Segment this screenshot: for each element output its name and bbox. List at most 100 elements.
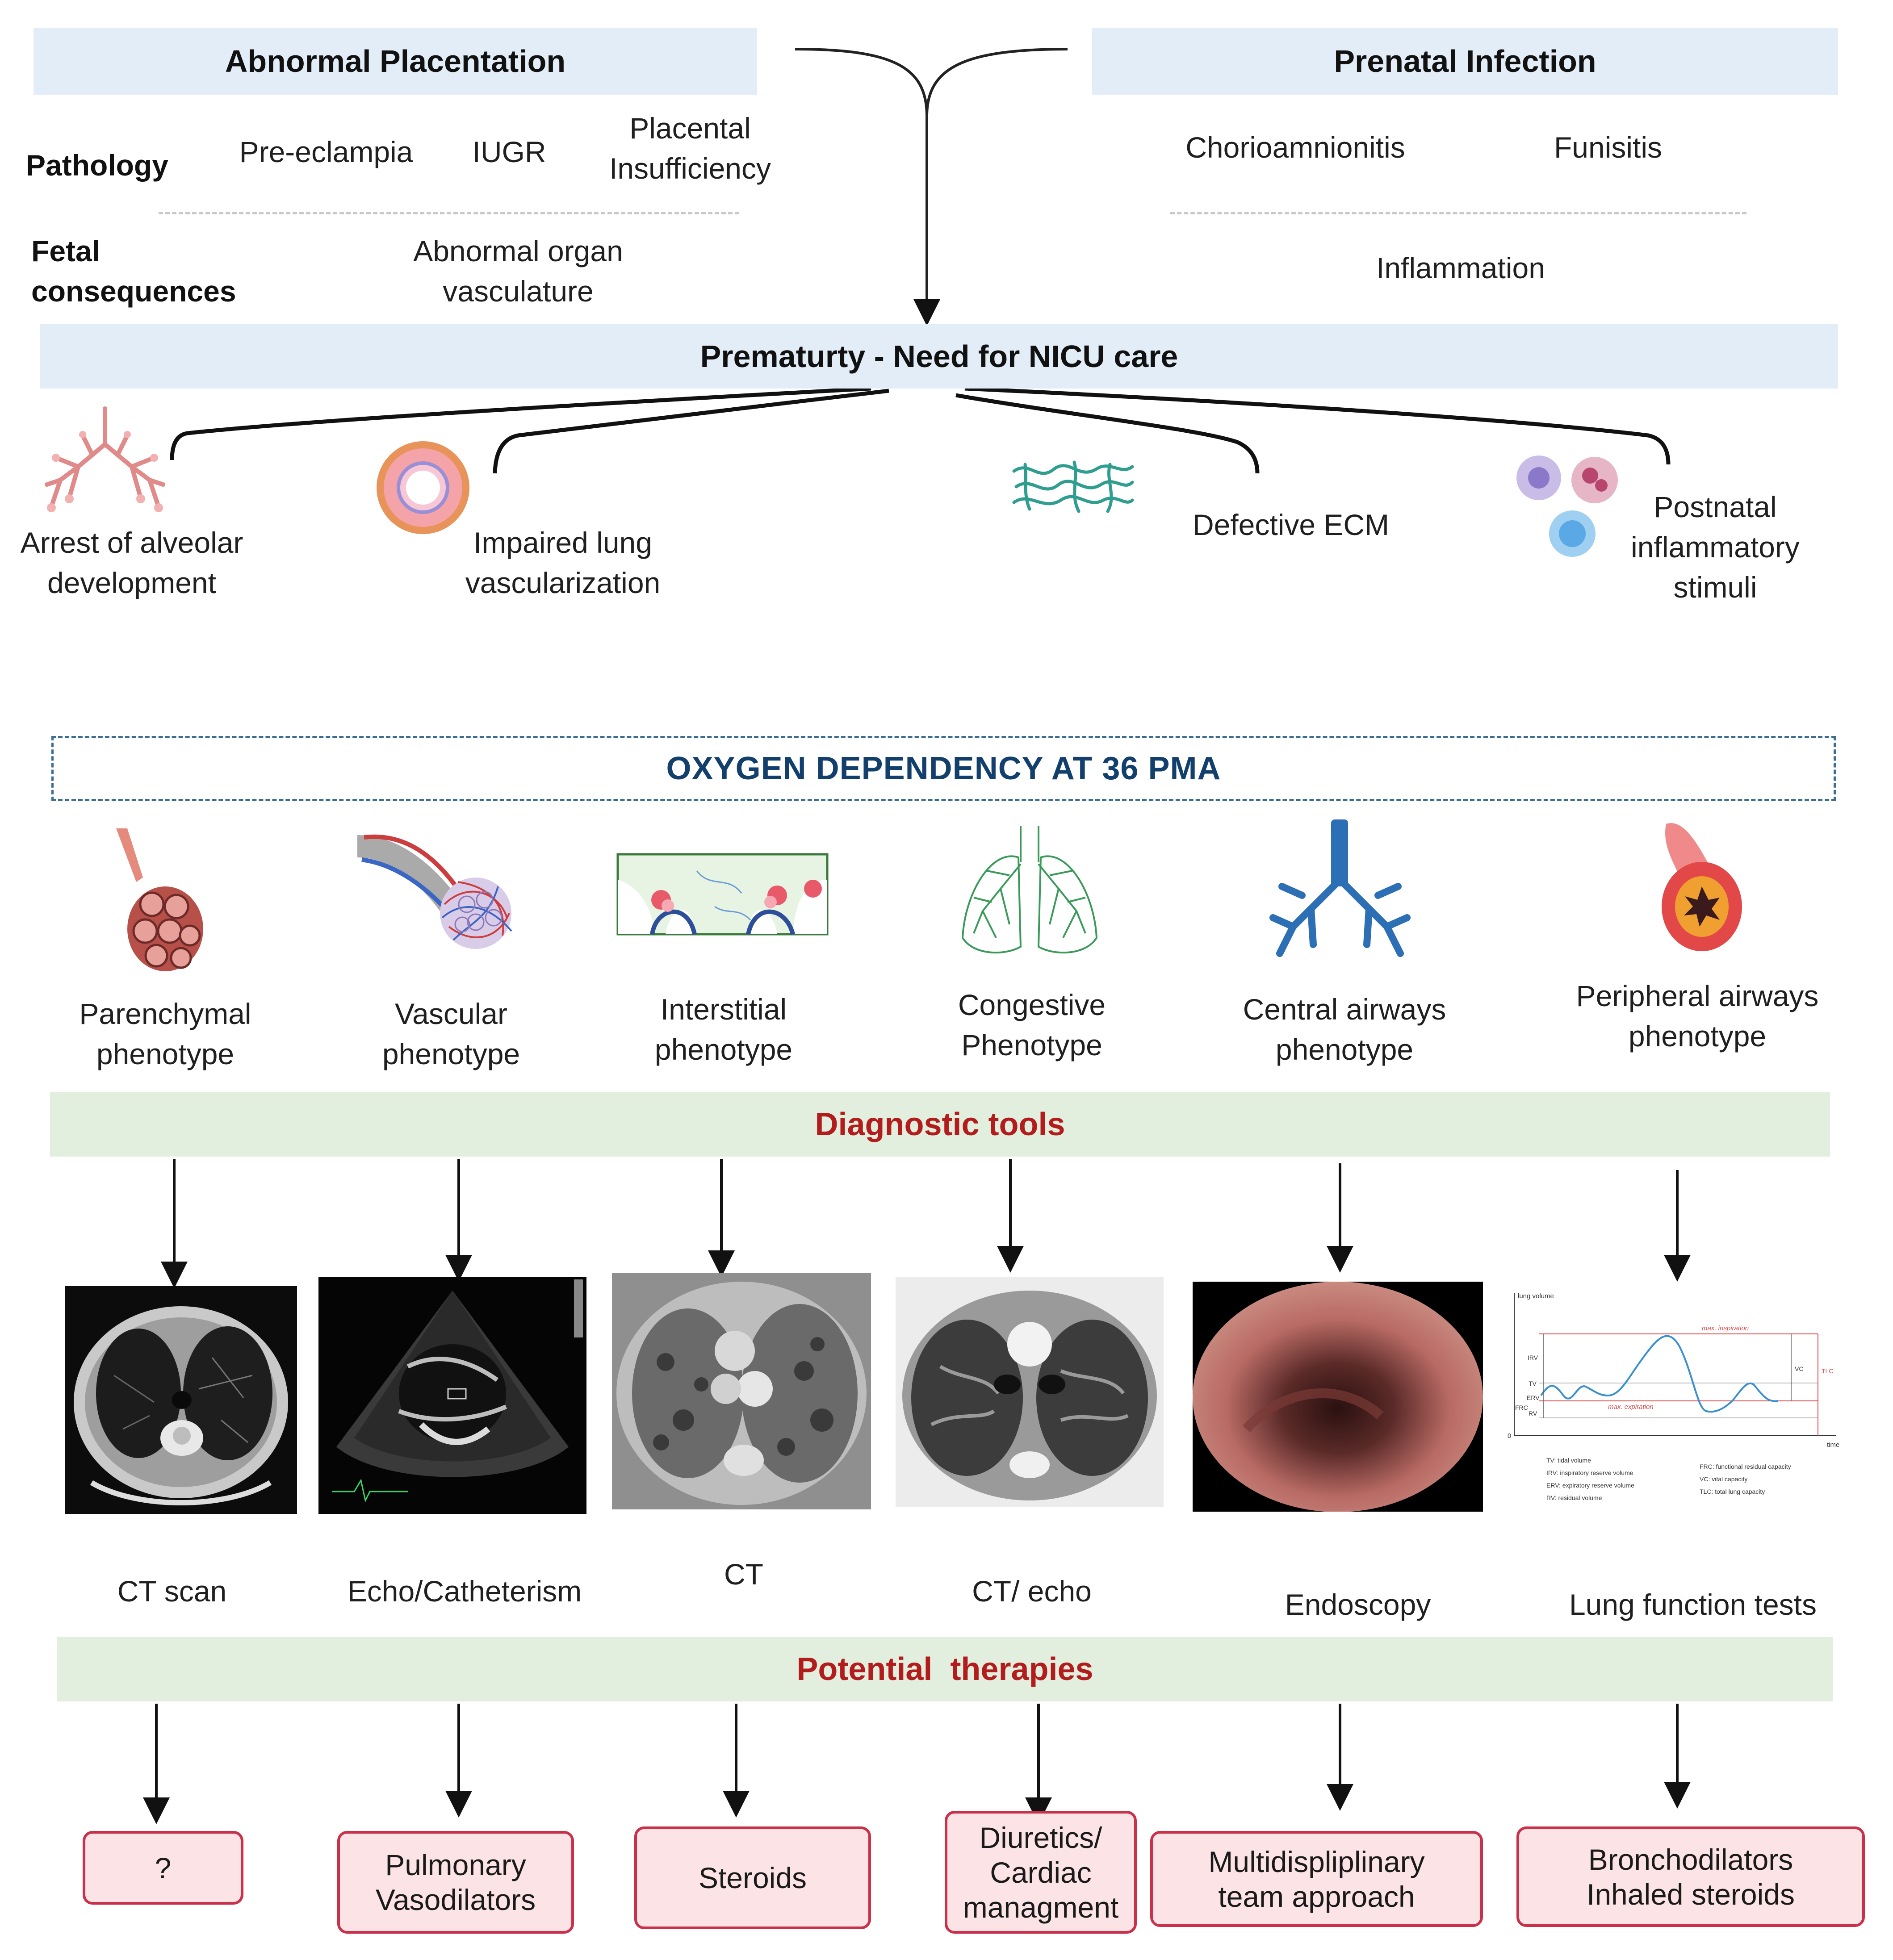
oxygen-dependency-banner: OXYGEN DEPENDENCY AT 36 PMA (51, 736, 1836, 801)
abnormal-placentation-header: Abnormal Placentation (34, 28, 757, 95)
therapy-4-line2: Cardiac (990, 1856, 1092, 1889)
diagnostic-ct-echo: CT/ echo (972, 1575, 1092, 1608)
therapy-box-bronchodilators: Bronchodilators Inhaled steroids (1516, 1826, 1865, 1927)
prenatal-infection-header: Prenatal Infection (1092, 28, 1838, 95)
therapy-box-vasodilators: Pulmonary Vasodilators (337, 1831, 574, 1934)
phenotype-6-line1: Peripheral airways (1576, 979, 1819, 1012)
therapy-2-line1: Pulmonary (385, 1848, 526, 1881)
diagnostic-ct: CT (724, 1558, 763, 1591)
graph-zero-label: 0 (1508, 1432, 1511, 1440)
therapy-6-line2: Inhaled steroids (1587, 1877, 1795, 1911)
pathology-pre-eclampsia: Pre-eclampia (239, 135, 413, 168)
phenotype-5-line2: phenotype (1275, 1033, 1414, 1066)
graph-legend-irv: IRV: inspiratory reserve volume (1546, 1469, 1633, 1476)
diagnostic-lung-function: Lung function tests (1569, 1588, 1817, 1621)
merge-connector (795, 48, 928, 117)
phenotype-3-line1: Interstitial (660, 993, 787, 1026)
right-divider (1170, 212, 1746, 214)
graph-frc: FRC (1515, 1404, 1528, 1411)
graph-tlc: TLC (1822, 1367, 1833, 1375)
mechanism-4-line2: inflammatory (1631, 531, 1800, 564)
mechanism-4-line1: Postnatal (1654, 490, 1777, 523)
pathology-insufficiency: Insufficiency (609, 152, 771, 185)
pathology-funisitis: Funisitis (1554, 131, 1663, 164)
diagnostic-ct-scan: CT scan (117, 1575, 227, 1608)
diagnostic-endoscopy: Endoscopy (1285, 1588, 1431, 1621)
bronchial-tree-icon (1269, 819, 1411, 957)
therapy-4-line1: Diuretics/ (979, 1821, 1102, 1854)
therapy-3-line1: Steroids (698, 1861, 807, 1894)
phenotype-2-line1: Vascular (395, 997, 507, 1030)
vessel-cross-section-icon (377, 441, 469, 534)
ecm-fibers-icon (1012, 460, 1134, 513)
endoscopy-image (1193, 1282, 1483, 1512)
pathology-iugr: IUGR (472, 135, 546, 168)
graph-tv: TV (1529, 1380, 1537, 1387)
airway-section-icon (1662, 823, 1742, 951)
potential-therapies-banner: Potential therapies (57, 1637, 1833, 1701)
therapy-5-line2: team approach (1218, 1880, 1415, 1913)
diagnostic-tools-banner: Diagnostic tools (50, 1092, 1830, 1157)
alveoli-icon (45, 406, 165, 512)
diagnostic-echo: Echo/Catheterism (347, 1575, 582, 1608)
graph-irv: IRV (1528, 1354, 1538, 1361)
lung-function-graph: lung volume time 0 max. inspiration max.… (1508, 1292, 1839, 1501)
ct-echo-image (896, 1277, 1164, 1507)
therapy-box-multidisciplinary: Multidispliplinary team approach (1150, 1831, 1483, 1927)
graph-erv: ERV (1527, 1394, 1540, 1401)
consequence-vasculature: vasculature (443, 275, 594, 308)
graph-legend-rv: RV: residual volume (1546, 1494, 1602, 1501)
therapy-box-steroids: Steroids (634, 1826, 871, 1929)
phenotype-6-line2: phenotype (1628, 1020, 1767, 1053)
mechanism-link-4 (964, 386, 1671, 465)
ct-image (612, 1273, 871, 1509)
therapy-5-line1: Multidispliplinary (1208, 1845, 1425, 1878)
graph-legend-erv: ERV: expiratory reserve volume (1546, 1482, 1634, 1489)
nicu-banner: Prematurty - Need for NICU care (40, 324, 1838, 389)
mechanism-3-line1: Defective ECM (1192, 508, 1390, 541)
mechanism-2-line2: vascularization (465, 566, 661, 599)
inflammatory-cells-icon (1516, 456, 1618, 557)
consequences-label: consequences (31, 275, 236, 308)
graph-x-label: time (1827, 1441, 1839, 1449)
therapy-2-line2: Vasodilators (375, 1883, 536, 1916)
mechanism-4-line3: stimuli (1673, 571, 1757, 604)
phenotype-1-line2: phenotype (96, 1037, 235, 1070)
mechanism-2-line1: Impaired lung (473, 526, 652, 559)
mechanism-link-2 (493, 389, 889, 474)
graph-legend-frc: FRC: functional residual capacity (1700, 1463, 1791, 1470)
pathology-label: Pathology (26, 149, 169, 182)
merge-connector (926, 48, 1068, 117)
graph-legend-vc: VC: vital capacity (1700, 1475, 1747, 1483)
lungs-icon (961, 826, 1098, 954)
mechanism-1-line1: Arrest of alveolar (20, 526, 243, 559)
phenotype-4-line1: Congestive (958, 988, 1106, 1021)
graph-max-expiration: max. expiration (1608, 1403, 1654, 1411)
graph-rv: RV (1529, 1410, 1537, 1417)
mechanism-link-1 (170, 386, 871, 460)
therapy-box-diuretics: Diuretics/ Cardiac managment (945, 1811, 1137, 1934)
echo-image (318, 1277, 586, 1514)
graph-legend-tv: TV: tidal volume (1546, 1457, 1591, 1464)
pathology-placental: Placental (629, 112, 751, 145)
graph-max-inspiration: max. inspiration (1702, 1325, 1749, 1332)
mechanism-1-line2: development (47, 566, 216, 599)
graph-y-label: lung volume (1518, 1292, 1554, 1300)
phenotype-2-line2: phenotype (382, 1037, 520, 1070)
phenotype-3-line2: phenotype (654, 1033, 793, 1066)
therapy-1-line1: ? (155, 1851, 172, 1885)
vascular-icon (357, 834, 512, 949)
therapy-6-line1: Bronchodilators (1588, 1843, 1793, 1876)
consequence-abnormal-organ: Abnormal organ (413, 234, 623, 267)
mechanism-link-3 (955, 393, 1260, 474)
interstitium-icon (616, 853, 829, 936)
pathology-chorioamnionitis: Chorioamnionitis (1185, 131, 1405, 164)
phenotype-4-line2: Phenotype (961, 1028, 1102, 1061)
fetal-label: Fetal (31, 234, 101, 267)
phenotype-1-line1: Parenchymal (79, 997, 251, 1030)
therapy-4-line3: managment (963, 1890, 1119, 1924)
graph-vc: VC (1795, 1365, 1803, 1372)
phenotype-5-line1: Central airways (1243, 993, 1446, 1026)
